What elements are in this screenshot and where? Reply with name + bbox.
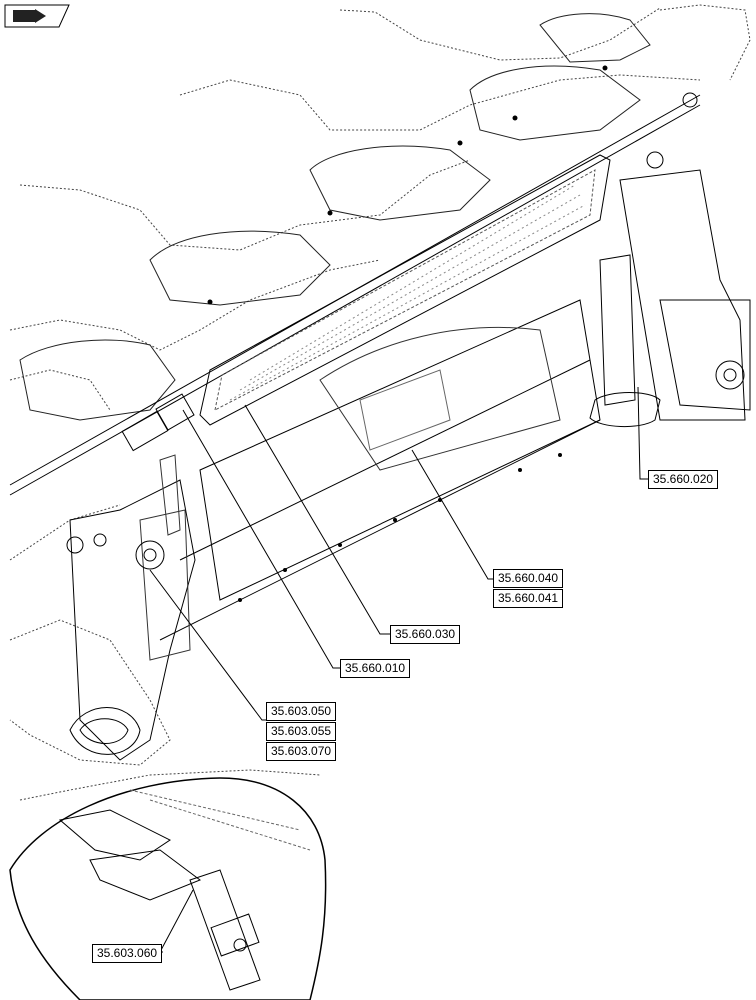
part-callout-35-660-010[interactable]: 35.660.010	[340, 659, 411, 678]
drive-shaft	[9, 94, 701, 496]
part-callout-35-660-030[interactable]: 35.660.030	[390, 625, 461, 644]
part-callout-35-603-055[interactable]: 35.603.055	[266, 722, 337, 741]
left-drive-mechanism	[66, 454, 196, 761]
part-callout-35-603-050[interactable]: 35.603.050	[266, 702, 337, 721]
part-callout-35-660-040[interactable]: 35.660.040	[493, 569, 564, 588]
bolt-dots	[207, 65, 608, 602]
return-button[interactable]	[4, 4, 70, 28]
detail-magnifier	[9, 777, 327, 1000]
part-callout-35-660-020[interactable]: 35.660.020	[648, 470, 719, 489]
header-frame-outline	[9, 4, 751, 801]
side-frame	[589, 92, 751, 428]
leader-lines	[149, 386, 648, 953]
part-callout-35-660-041[interactable]: 35.660.041	[493, 589, 564, 608]
return-arrow-icon	[4, 4, 70, 28]
row-divider-snouts	[19, 13, 651, 421]
mesh-guard	[199, 154, 611, 426]
auger-trough	[159, 299, 601, 641]
part-callout-35-603-060[interactable]: 35.603.060	[92, 944, 163, 963]
part-callout-35-603-070[interactable]: 35.603.070	[266, 742, 337, 761]
